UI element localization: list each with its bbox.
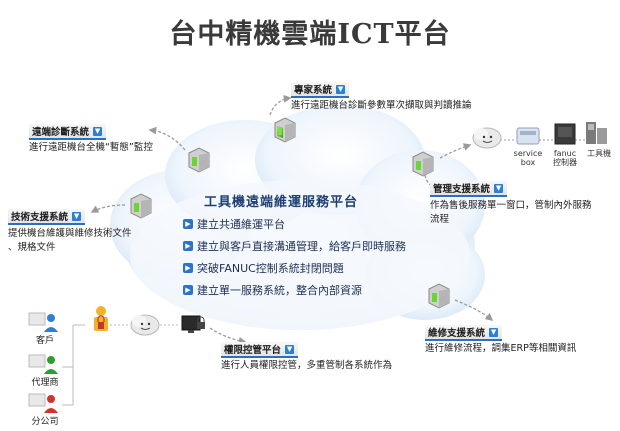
chevron-down-icon: ▼ bbox=[285, 344, 295, 354]
machine-tool-label: 工具機 bbox=[587, 149, 611, 158]
chevron-down-icon: ▼ bbox=[489, 327, 499, 337]
cloud-bullet-text: 建立與客戶直接溝通管理，給客戶即時服務 bbox=[197, 240, 406, 253]
remote-diagnosis-desc: 進行遠距機台全機“暫態”監控 bbox=[29, 142, 153, 153]
server-cube-icon bbox=[188, 147, 210, 173]
access-control-label-text: 權限控管平台 bbox=[224, 345, 282, 356]
chevron-down-icon: ▼ bbox=[72, 211, 82, 221]
arrow-right-icon: ▶ bbox=[183, 285, 193, 295]
cloud-bullet-text: 建立共通維運平台 bbox=[197, 218, 285, 231]
repair-support-label: 維修支援系統 ▼ bbox=[425, 325, 503, 341]
cloud-heading: 工具機遠端維運服務平台 bbox=[204, 195, 359, 210]
cloud-bullet: ▶ 建立單一服務系統，整合內部資源 bbox=[183, 282, 362, 298]
tech-support-desc: 提供機台維護與維修技術文件 、規格文件 bbox=[8, 227, 132, 255]
cloud-bullet-text: 突破FANUC控制系統封閉問題 bbox=[197, 262, 344, 275]
cloud-bullet: ▶ 突破FANUC控制系統封閉問題 bbox=[183, 260, 344, 276]
page-title: 台中精機雲端ICT平台 bbox=[169, 19, 451, 50]
server-cube-icon bbox=[428, 283, 450, 309]
arrow-right-icon: ▶ bbox=[183, 263, 193, 273]
person-agent-icon bbox=[28, 354, 58, 374]
machine-tool-icon bbox=[586, 122, 607, 144]
expert-system-desc: 進行遠距機台診斷參數單次擷取與判讀推論 bbox=[291, 100, 472, 111]
access-control-label: 權限控管平台 ▼ bbox=[221, 342, 299, 358]
lock-person-icon bbox=[94, 306, 108, 331]
customer-label: 客戶 bbox=[35, 336, 54, 346]
expert-system-label: 專家系統 ▼ bbox=[291, 82, 350, 98]
service-box-icon bbox=[516, 127, 540, 145]
mgmt-support-desc: 作為售後服務單一窗口，管制內外服務 流程 bbox=[430, 199, 592, 227]
chevron-down-icon: ▼ bbox=[494, 183, 504, 193]
server-cube-icon bbox=[274, 117, 296, 143]
mascot-cloud-icon bbox=[130, 314, 160, 336]
service-box-label: service box bbox=[508, 149, 548, 167]
person-branch-icon bbox=[28, 393, 58, 413]
arrow-right-icon: ▶ bbox=[183, 241, 193, 251]
monitor-lock-icon bbox=[181, 315, 205, 333]
remote-diagnosis-label-text: 遠端診斷系統 bbox=[32, 127, 90, 138]
server-cube-icon bbox=[130, 193, 152, 219]
mgmt-support-desc-line: 流程 bbox=[430, 214, 450, 225]
tech-support-label: 技術支援系統 ▼ bbox=[8, 209, 86, 225]
mgmt-support-label: 管理支援系統 ▼ bbox=[430, 181, 508, 197]
person-customer-icon bbox=[28, 312, 58, 332]
repair-support-label-text: 維修支援系統 bbox=[428, 328, 486, 339]
repair-support-desc: 進行維修流程，調集ERP等相關資訊 bbox=[425, 343, 577, 354]
server-cube-icon bbox=[412, 151, 434, 177]
fanuc-label-line: fanuc bbox=[553, 149, 577, 158]
tech-support-label-text: 技術支援系統 bbox=[11, 212, 69, 223]
fanuc-label-line: 控制器 bbox=[553, 158, 577, 167]
cloud-bullet-text: 建立單一服務系統，整合內部資源 bbox=[197, 284, 362, 297]
chevron-down-icon: ▼ bbox=[93, 126, 103, 136]
access-control-desc: 進行人員權限控管，多重管制各系統作為 bbox=[221, 360, 393, 371]
people-connectors bbox=[62, 324, 178, 406]
fanuc-controller-icon bbox=[554, 123, 576, 145]
cloud-bullet: ▶ 建立與客戶直接溝通管理，給客戶即時服務 bbox=[183, 238, 406, 254]
service-box-label-line: service bbox=[513, 149, 543, 158]
arrow-right-icon: ▶ bbox=[183, 219, 193, 229]
mascot-cloud-icon bbox=[472, 127, 502, 149]
tech-support-desc-line: 、規格文件 bbox=[8, 242, 56, 253]
mgmt-support-desc-line: 作為售後服務單一窗口，管制內外服務 bbox=[430, 200, 592, 211]
remote-diagnosis-label: 遠端診斷系統 ▼ bbox=[29, 124, 107, 140]
mgmt-support-label-text: 管理支援系統 bbox=[433, 184, 491, 195]
fanuc-controller-label: fanuc 控制器 bbox=[548, 149, 582, 167]
cloud-bullet: ▶ 建立共通維運平台 bbox=[183, 216, 285, 232]
branch-label: 分公司 bbox=[31, 417, 59, 427]
agent-label: 代理商 bbox=[31, 378, 59, 388]
expert-system-label-text: 專家系統 bbox=[294, 85, 333, 96]
chevron-down-icon: ▼ bbox=[336, 84, 346, 94]
service-box-label-line: box bbox=[520, 158, 536, 167]
tech-support-desc-line: 提供機台維護與維修技術文件 bbox=[8, 228, 132, 239]
